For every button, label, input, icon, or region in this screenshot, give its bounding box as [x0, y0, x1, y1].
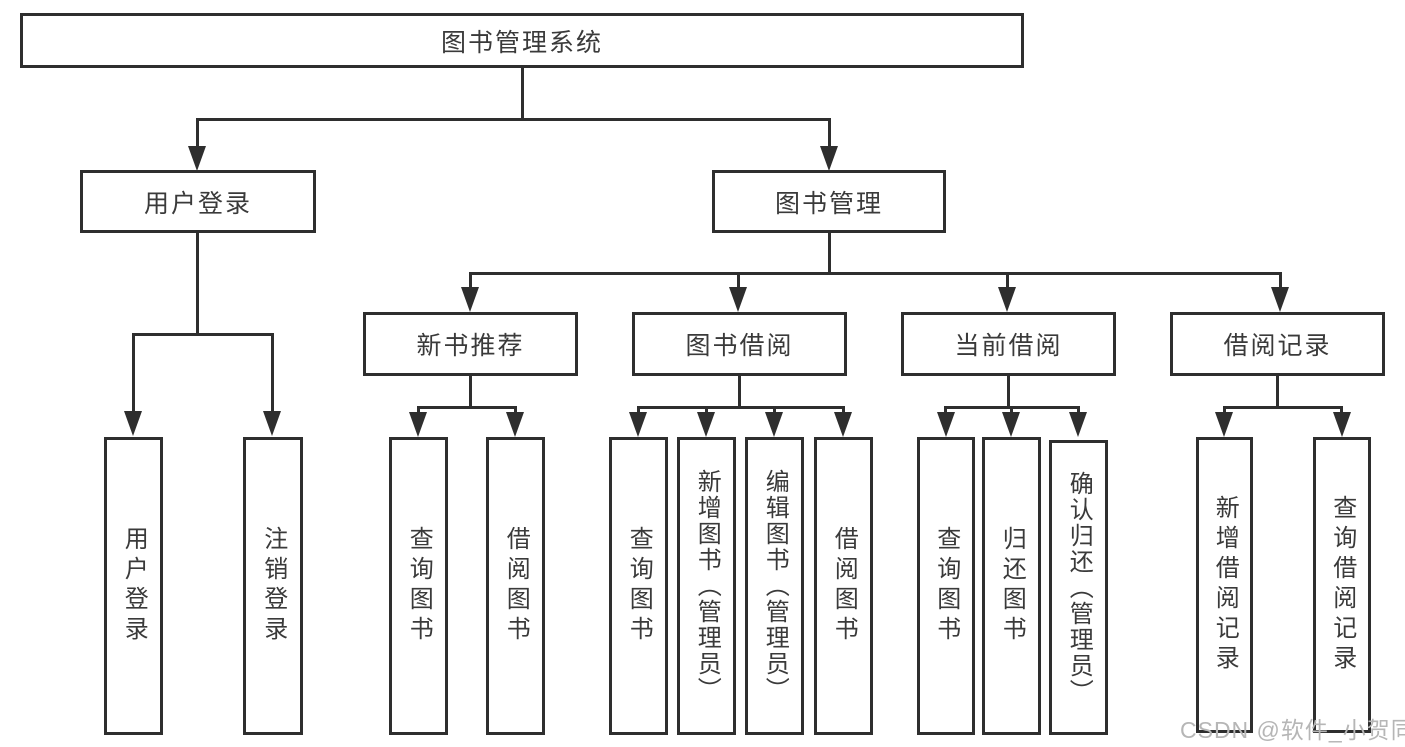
leaf-logout-login-label: 注销登录 [259, 526, 287, 646]
leaf-add-books-admin-label: 新增图书（管理员） [693, 469, 721, 703]
node-current-borrowing: 当前借阅 [901, 312, 1116, 376]
arrow-down-icon [409, 412, 427, 437]
connector-level2-drop [1006, 272, 1009, 290]
connector-leaf-drop [271, 333, 274, 413]
leaf-query-books-current: 查询图书 [917, 437, 975, 735]
connector-book-mgmt-drop [828, 118, 831, 149]
arrow-down-icon [820, 146, 838, 171]
node-user-login: 用户登录 [80, 170, 316, 233]
connector-user-login-stem [196, 233, 199, 336]
arrow-down-icon [765, 412, 783, 437]
arrow-down-icon [729, 287, 747, 312]
connector-borrowing-crossbar [637, 406, 845, 409]
node-book-management: 图书管理 [712, 170, 946, 233]
arrow-down-icon [834, 412, 852, 437]
arrow-down-icon [998, 287, 1016, 312]
leaf-query-borrow-record-label: 查询借阅记录 [1328, 495, 1356, 675]
node-current-borrowing-label: 当前借阅 [954, 332, 1063, 360]
watermark-text: CSDN @软件_小贺同学 [1180, 717, 1405, 743]
leaf-query-books-current-label: 查询图书 [932, 526, 960, 646]
arrow-down-icon [1002, 412, 1020, 437]
node-book-management-label: 图书管理 [774, 189, 883, 218]
arrow-down-icon [629, 412, 647, 437]
leaf-borrow-books-borrowing: 借阅图书 [814, 437, 873, 735]
leaf-add-borrow-record: 新增借阅记录 [1196, 437, 1253, 733]
connector-leaf-drop [944, 406, 947, 416]
leaf-add-borrow-record-label: 新增借阅记录 [1211, 495, 1239, 675]
leaf-borrow-books-recommend-label: 借阅图书 [502, 526, 530, 646]
node-book-borrowing: 图书借阅 [632, 312, 847, 376]
connector-level2-drop [737, 272, 740, 290]
arrow-down-icon [1069, 412, 1087, 437]
leaf-edit-books-admin: 编辑图书（管理员） [745, 437, 804, 735]
node-borrowing-records-label: 借阅记录 [1223, 332, 1332, 360]
leaf-query-borrow-record: 查询借阅记录 [1313, 437, 1371, 733]
node-new-book-recommendation: 新书推荐 [363, 312, 578, 376]
arrow-down-icon [697, 412, 715, 437]
node-new-book-recommendation-label: 新书推荐 [416, 332, 525, 360]
connector-user-login-crossbar [132, 333, 274, 336]
connector-leaf-drop [1077, 406, 1080, 416]
leaf-logout-login: 注销登录 [243, 437, 303, 735]
arrow-down-icon [124, 411, 142, 436]
connector-records-stem [1276, 376, 1279, 409]
connector-leaf-drop [637, 406, 640, 416]
leaf-query-books-borrowing-label: 查询图书 [625, 526, 653, 646]
arrow-down-icon [1271, 287, 1289, 312]
connector-leaf-drop [773, 406, 776, 416]
connector-root-crossbar [196, 118, 831, 121]
leaf-confirm-return-admin-label: 确认归还（管理员） [1065, 470, 1093, 705]
connector-recommend-crossbar [417, 406, 517, 409]
leaf-add-books-admin: 新增图书（管理员） [677, 437, 736, 735]
connector-leaf-drop [1010, 406, 1013, 416]
leaf-user-login-label: 用户登录 [120, 526, 148, 646]
arrow-down-icon [1215, 412, 1233, 437]
connector-borrowing-stem [738, 376, 741, 409]
connector-leaf-drop [417, 406, 420, 416]
connector-leaf-drop [514, 406, 517, 416]
leaf-edit-books-admin-label: 编辑图书（管理员） [761, 469, 789, 703]
leaf-user-login: 用户登录 [104, 437, 163, 735]
connector-root-stem [521, 68, 524, 121]
arrow-down-icon [188, 146, 206, 171]
connector-book-mgmt-crossbar [469, 272, 1282, 275]
connector-current-stem [1007, 376, 1010, 409]
leaf-confirm-return-admin: 确认归还（管理员） [1049, 440, 1108, 735]
arrow-down-icon [263, 411, 281, 436]
node-root: 图书管理系统 [20, 13, 1024, 68]
connector-level2-drop [469, 272, 472, 290]
leaf-query-books-recommend-label: 查询图书 [405, 526, 433, 646]
node-user-login-label: 用户登录 [143, 189, 252, 218]
node-borrowing-records: 借阅记录 [1170, 312, 1385, 376]
leaf-query-books-recommend: 查询图书 [389, 437, 448, 735]
arrow-down-icon [937, 412, 955, 437]
connector-records-crossbar [1223, 406, 1343, 409]
leaf-borrow-books-borrowing-label: 借阅图书 [830, 526, 858, 646]
arrow-down-icon [506, 412, 524, 437]
leaf-return-books: 归还图书 [982, 437, 1041, 735]
connector-user-login-drop [196, 118, 199, 149]
node-root-label: 图书管理系统 [440, 28, 603, 57]
leaf-return-books-label: 归还图书 [998, 526, 1026, 646]
connector-book-mgmt-stem [828, 233, 831, 275]
connector-leaf-drop [842, 406, 845, 416]
arrow-down-icon [1333, 412, 1351, 437]
leaf-query-books-borrowing: 查询图书 [609, 437, 668, 735]
connector-level2-drop [1279, 272, 1282, 290]
connector-leaf-drop [132, 333, 135, 413]
leaf-borrow-books-recommend: 借阅图书 [486, 437, 545, 735]
connector-recommend-stem [469, 376, 472, 409]
arrow-down-icon [461, 287, 479, 312]
connector-leaf-drop [1223, 406, 1226, 416]
connector-leaf-drop [1340, 406, 1343, 416]
connector-leaf-drop [705, 406, 708, 416]
node-book-borrowing-label: 图书借阅 [685, 332, 794, 360]
